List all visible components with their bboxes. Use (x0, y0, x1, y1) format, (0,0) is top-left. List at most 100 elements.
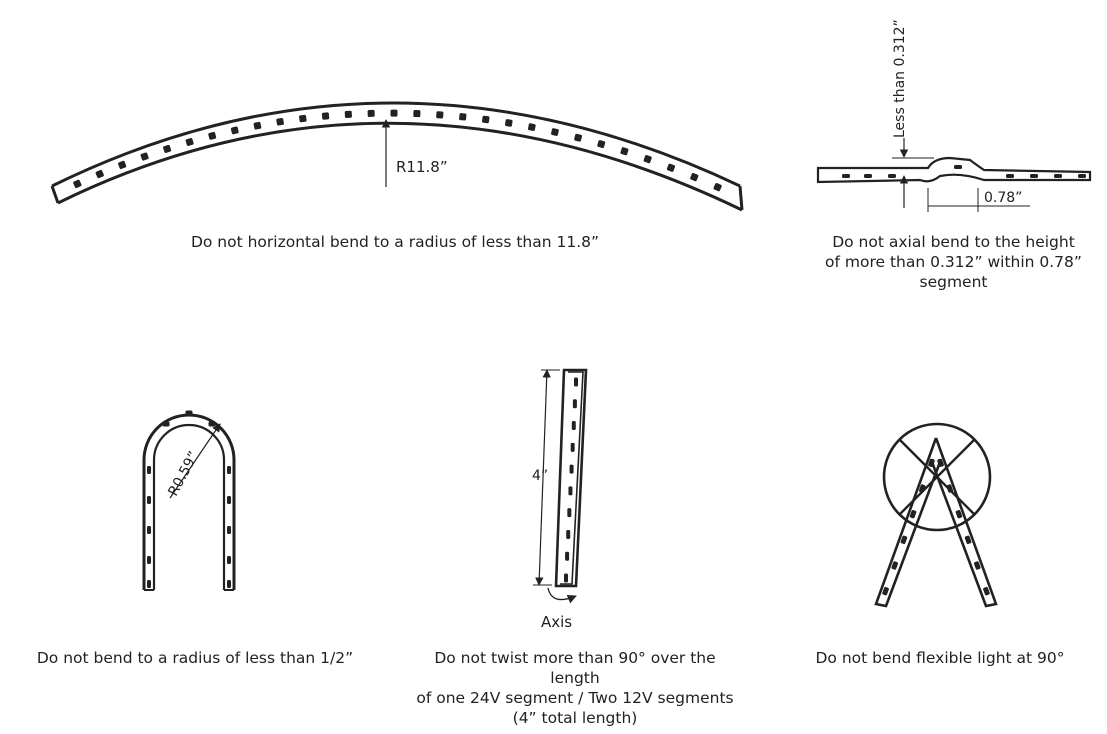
axial-caption-line1: Do not axial bend to the height (832, 233, 1075, 251)
led-dot (566, 529, 571, 539)
led-dot (482, 115, 490, 124)
led-dot (551, 128, 559, 136)
strip-arc-top (51, 101, 741, 188)
horizontal-bend-caption-text: Do not horizontal bend to a radius of le… (190, 233, 600, 251)
led-dot (690, 172, 699, 182)
led-dot (909, 509, 917, 519)
led-dot (147, 466, 151, 474)
led-dot (227, 466, 231, 474)
led-dot (390, 109, 398, 117)
led-dot (344, 110, 352, 118)
axial-bend-caption: Do not axial bend to the height of more … (800, 232, 1107, 292)
strip-leds (564, 377, 578, 583)
strip-side-profile (816, 156, 1092, 184)
strip-leds (73, 109, 722, 192)
led-dot (227, 580, 231, 588)
strip-right-leg (930, 437, 998, 608)
led-dot (459, 113, 467, 121)
axial-caption-line2: of more than 0.312” within 0.78” (825, 253, 1082, 271)
led-dot (964, 535, 972, 545)
u-bend-caption-text: Do not bend to a radius of less than 1/2… (36, 649, 354, 667)
radius-label: R0.59” (165, 449, 202, 499)
led-dot (413, 110, 421, 118)
height-label: Less than 0.312” (892, 19, 908, 138)
led-dot (227, 556, 231, 564)
strip-u-outer (142, 413, 236, 590)
twist-caption-line1: Do not twist more than 90° over the (434, 649, 716, 667)
led-dot (983, 586, 990, 596)
led-dot (565, 551, 570, 561)
led-dot (527, 123, 536, 131)
led-dot (864, 174, 872, 178)
led-dot (572, 399, 577, 409)
led-dot (574, 133, 583, 142)
axial-bend-figure: Less than 0.312” 0.78” (816, 19, 1092, 212)
led-dot (227, 496, 231, 504)
led-dot (185, 410, 193, 416)
length-label: 4” (532, 468, 548, 484)
led-dot (1078, 174, 1086, 178)
strip-leds (147, 410, 231, 588)
strip-arc-bottom (57, 121, 743, 212)
led-dot (162, 421, 170, 427)
led-dot (147, 556, 151, 564)
led-dot (918, 484, 926, 493)
led-dot (208, 131, 217, 140)
led-dot (118, 160, 127, 170)
led-dot (1054, 174, 1062, 178)
strip-left-leg (874, 437, 942, 608)
led-dot (1006, 174, 1014, 178)
segment-label: 0.78” (984, 190, 1022, 206)
led-dot (570, 442, 575, 452)
axis-arrow (547, 587, 577, 604)
length-dimension (535, 369, 551, 586)
led-dot (888, 174, 896, 178)
right-angle-caption-text: Do not bend flexible light at 90° (815, 649, 1065, 667)
led-dot (973, 561, 981, 570)
led-dot (946, 484, 954, 493)
right-angle-caption: Do not bend flexible light at 90° (790, 648, 1090, 668)
strip-leds (882, 458, 990, 596)
u-bend-figure: R0.59” (142, 410, 236, 591)
twist-caption: Do not twist more than 90° over the leng… (395, 648, 755, 728)
twist-caption-line2: length (550, 669, 600, 687)
led-dot (954, 165, 962, 169)
led-dot (73, 179, 82, 189)
led-dot (937, 458, 944, 468)
led-dot (928, 458, 935, 468)
led-dot (842, 174, 850, 178)
twist-caption-line3: of one 24V segment / Two 12V segments (416, 689, 734, 707)
led-dot (230, 126, 239, 135)
led-dot (367, 109, 375, 117)
led-dot (504, 119, 513, 127)
led-dot (567, 508, 572, 518)
led-dot (666, 163, 676, 172)
radius-arrow (169, 423, 221, 499)
strip-leds (842, 165, 1086, 178)
led-dot (643, 155, 652, 164)
led-dot (95, 169, 104, 179)
radius-label: R11.8” (396, 158, 448, 176)
strip-u-inner (152, 423, 226, 590)
axis-label: Axis (541, 613, 572, 631)
led-dot (900, 535, 908, 545)
led-dot (147, 496, 151, 504)
led-dot (571, 421, 576, 431)
led-dot (163, 144, 172, 153)
horizontal-bend-figure: R11.8” (50, 101, 744, 212)
led-dot (185, 138, 194, 146)
led-dot (569, 464, 574, 474)
twist-caption-line4: (4” total length) (512, 709, 638, 727)
strip-vertical (554, 368, 588, 588)
led-dot (140, 152, 149, 161)
led-dot (147, 580, 151, 588)
horizontal-bend-caption: Do not horizontal bend to a radius of le… (150, 232, 640, 252)
led-dot (564, 573, 568, 583)
led-dot (713, 183, 722, 192)
led-dot (568, 486, 573, 496)
led-dot (208, 421, 216, 427)
led-dot (276, 117, 284, 126)
led-dot (882, 586, 889, 596)
right-angle-figure (874, 422, 998, 608)
